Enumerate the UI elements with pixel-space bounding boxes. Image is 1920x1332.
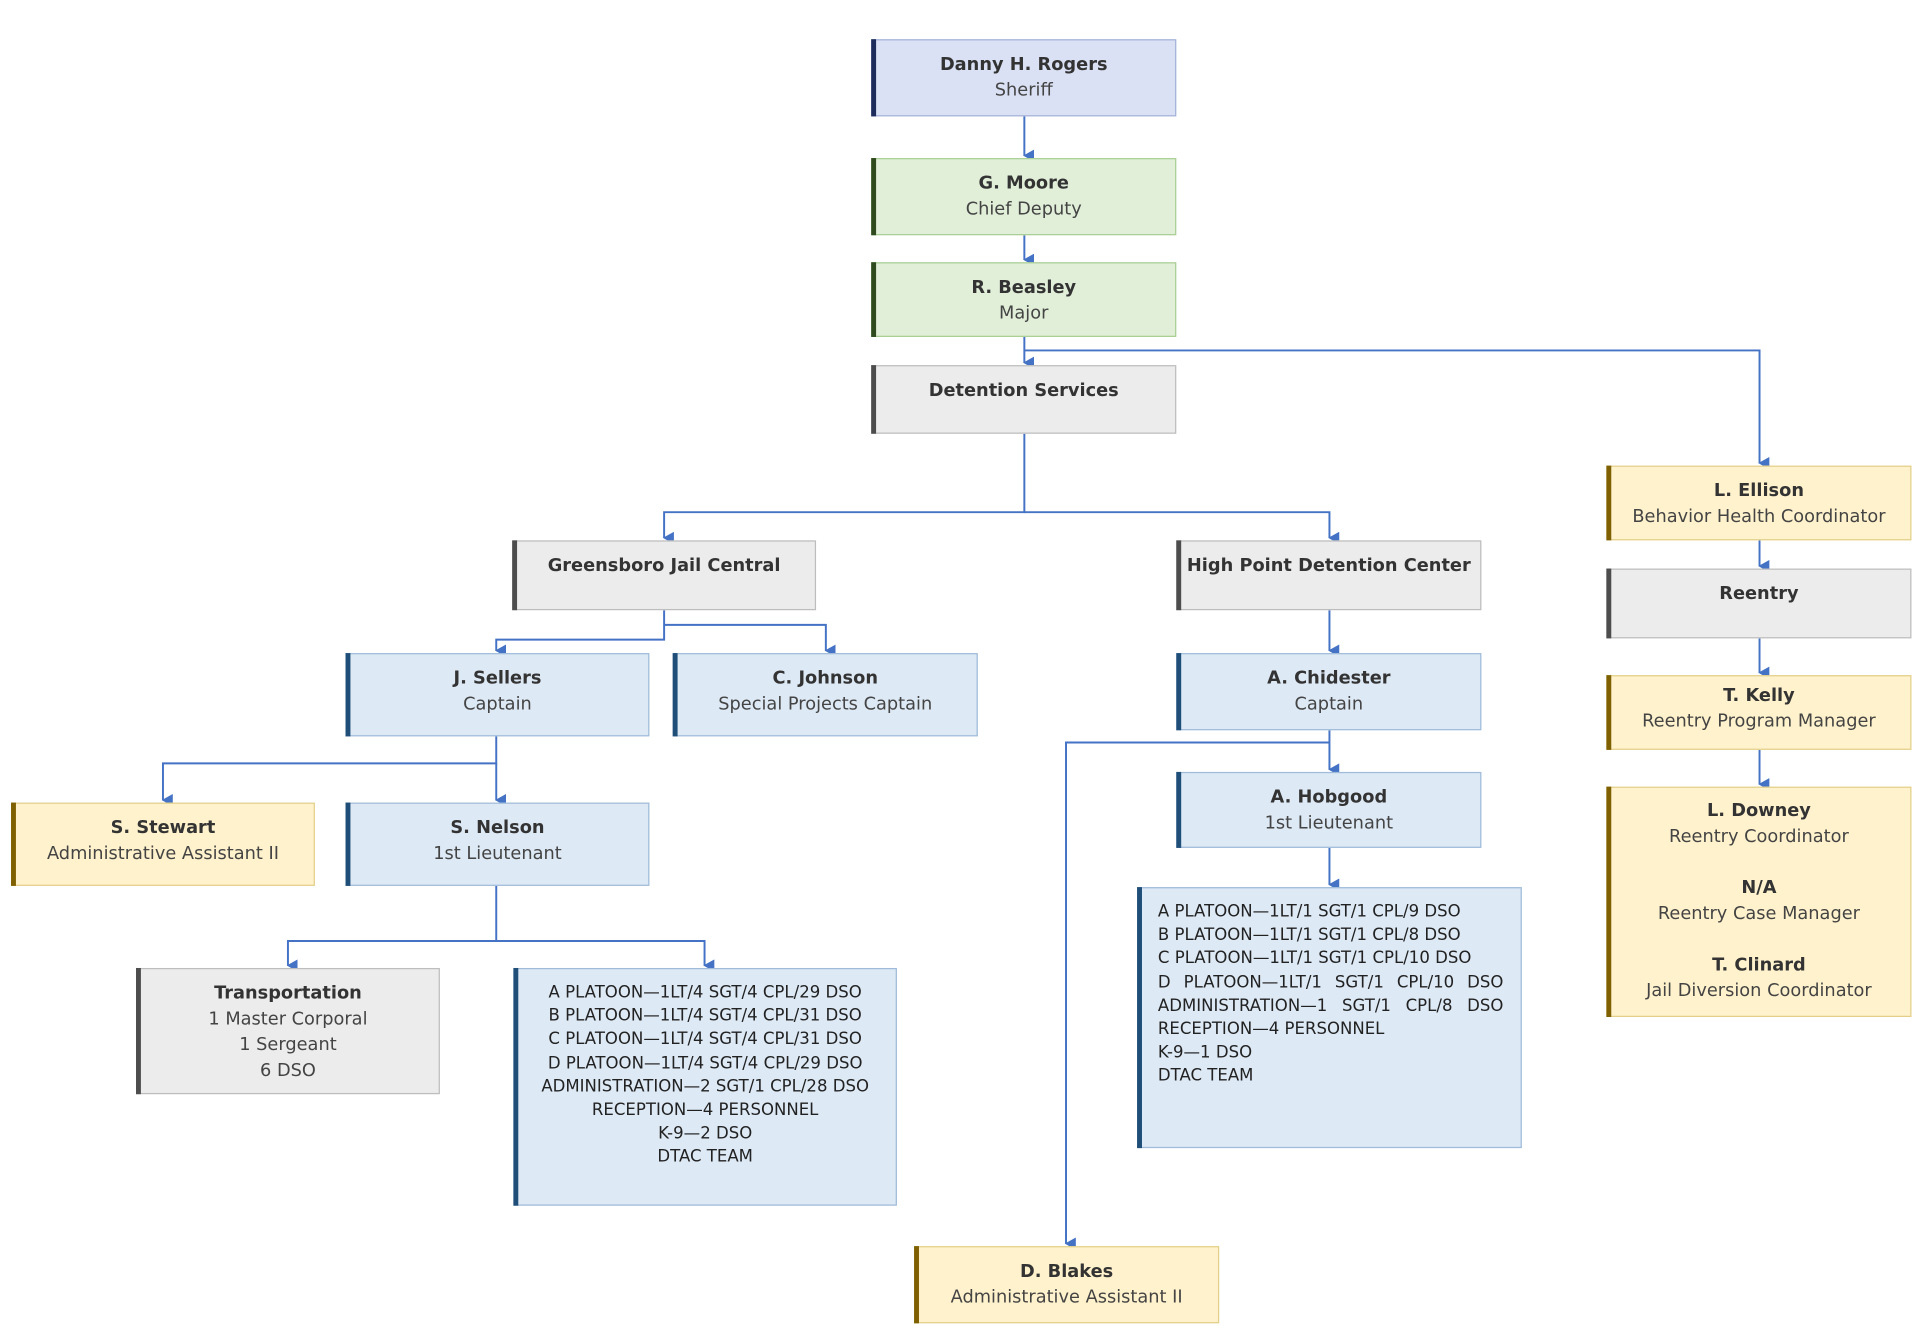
transportation-line: 6 DSO (259, 1061, 316, 1081)
sheriff-box[interactable]: Danny H. Rogers Sheriff (871, 39, 1177, 117)
platoon-line: B PLATOON—1LT/1 SGT/1 CPL/8 DSO (1157, 925, 1461, 945)
major-name: R. Beasley (971, 278, 1077, 298)
connector-major-ellison (1024, 349, 1770, 470)
platoon-line: C PLATOON—1LT/4 SGT/4 CPL/31 DSO (548, 1029, 862, 1050)
sellers-box[interactable]: J. Sellers Captain (345, 653, 650, 737)
greensboro-jail-name: Greensboro Jail Central (547, 556, 781, 576)
connector-detention-split (662, 433, 1026, 545)
nelson-box[interactable]: S. Nelson 1st Lieutenant (345, 802, 650, 886)
connector-detention-highpoint (1024, 511, 1340, 545)
major-role: Major (999, 303, 1049, 324)
ellison-box[interactable]: L. Ellison Behavior Health Coordinator (1606, 465, 1912, 541)
johnson-box[interactable]: C. Johnson Special Projects Captain (672, 653, 978, 737)
transportation-line: 1 Sergeant (239, 1035, 337, 1055)
stewart-role: Administrative Assistant II (46, 844, 279, 864)
hobgood-box[interactable]: A. Hobgood 1st Lieutenant (1176, 771, 1482, 848)
stewart-box[interactable]: S. Stewart Administrative Assistant II (11, 802, 315, 886)
connector-greensboro-johnson (664, 623, 836, 657)
platoon-line: A PLATOON—1LT/4 SGT/4 CPL/29 DSO (548, 982, 862, 1003)
connector-nelson-split (286, 885, 498, 972)
detention-services-name: Detention Services (928, 381, 1119, 401)
hobgood-name: A. Hobgood (1270, 787, 1388, 808)
transportation-line: 1 Master Corporal (208, 1009, 368, 1030)
reentry-staff-box[interactable]: L. Downey Reentry Coordinator N/A Reentr… (1606, 786, 1912, 1017)
downey-name: L. Downey (1706, 801, 1811, 821)
platoon-line: B PLATOON—1LT/4 SGT/4 CPL/31 DSO (548, 1006, 862, 1026)
transportation-name: Transportation (214, 983, 362, 1004)
clinard-name: T. Clinard (1712, 955, 1806, 976)
sellers-name: J. Sellers (453, 669, 542, 689)
platoon-line: DTAC TEAM (657, 1147, 753, 1168)
connector-greensboro-sellers (495, 610, 666, 657)
sellers-role: Captain (463, 694, 532, 715)
greensboro-jail-box[interactable]: Greensboro Jail Central (512, 540, 817, 611)
case-manager-role: Reentry Case Manager (1657, 904, 1860, 924)
connector-nelson-platoons (496, 940, 715, 972)
nelson-role: 1st Lieutenant (433, 844, 562, 864)
platoon-line: A PLATOON—1LT/1 SGT/1 CPL/9 DSO (1157, 901, 1461, 922)
platoon-line: ADMINISTRATION—1 SGT/1 CPL/8 DSO (1157, 995, 1504, 1016)
platoon-line: D PLATOON—1LT/4 SGT/4 CPL/29 DSO (547, 1053, 863, 1073)
kelly-name: T. Kelly (1723, 686, 1795, 706)
major-box[interactable]: R. Beasley Major (871, 262, 1177, 337)
clinard-role: Jail Diversion Coordinator (1646, 981, 1872, 1002)
chidester-role: Captain (1294, 694, 1364, 715)
platoon-line: RECEPTION—4 PERSONNEL (591, 1100, 819, 1120)
detention-services-box[interactable]: Detention Services (871, 365, 1177, 434)
chief-deputy-box[interactable]: G. Moore Chief Deputy (871, 158, 1177, 236)
platoon-line: K-9—2 DSO (658, 1123, 753, 1144)
platoon-line: D PLATOON—1LT/1 SGT/1 CPL/10 DSO (1157, 972, 1504, 993)
connector-sellers-split (161, 736, 498, 807)
platoon-line: ADMINISTRATION—2 SGT/1 CPL/28 DSO (541, 1076, 870, 1097)
kelly-box[interactable]: T. Kelly Reentry Program Manager (1606, 675, 1912, 750)
highpoint-platoons-box[interactable]: A PLATOON—1LT/1 SGT/1 CPL/9 DSO B PLATOO… (1137, 887, 1522, 1149)
stewart-name: S. Stewart (110, 818, 216, 839)
blakes-name: D. Blakes (1019, 1262, 1114, 1282)
chidester-box[interactable]: A. Chidester Captain (1176, 653, 1482, 731)
chidester-name: A. Chidester (1267, 669, 1391, 689)
platoon-line: C PLATOON—1LT/1 SGT/1 CPL/10 DSO (1157, 948, 1472, 969)
platoon-line: DTAC TEAM (1157, 1066, 1254, 1087)
downey-role: Reentry Coordinator (1669, 827, 1849, 847)
transportation-box[interactable]: Transportation 1 Master Corporal 1 Serge… (136, 967, 440, 1095)
sheriff-role: Sheriff (994, 80, 1053, 101)
chief-deputy-name: G. Moore (978, 173, 1069, 194)
reentry-box[interactable]: Reentry (1606, 568, 1912, 639)
nelson-name: S. Nelson (450, 818, 545, 839)
sheriff-name: Danny H. Rogers (939, 55, 1108, 75)
johnson-role: Special Projects Captain (718, 694, 933, 715)
case-manager-name: N/A (1741, 878, 1777, 899)
ellison-role: Behavior Health Coordinator (1632, 507, 1886, 527)
high-point-box[interactable]: High Point Detention Center (1176, 540, 1482, 611)
chief-deputy-role: Chief Deputy (965, 199, 1082, 220)
kelly-role: Reentry Program Manager (1642, 711, 1876, 732)
hobgood-role: 1st Lieutenant (1264, 813, 1394, 834)
connector-chidester-blakes (1064, 741, 1330, 1250)
reentry-name: Reentry (1719, 584, 1799, 605)
blakes-box[interactable]: D. Blakes Administrative Assistant II (914, 1246, 1220, 1324)
johnson-name: C. Johnson (772, 669, 879, 689)
high-point-name: High Point Detention Center (1186, 556, 1471, 576)
greensboro-platoons-box[interactable]: A PLATOON—1LT/4 SGT/4 CPL/29 DSO B PLATO… (513, 967, 897, 1206)
blakes-role: Administrative Assistant II (950, 1287, 1183, 1308)
platoon-line: RECEPTION—4 PERSONNEL (1157, 1019, 1385, 1040)
ellison-name: L. Ellison (1713, 481, 1804, 502)
platoon-line: K-9—1 DSO (1157, 1042, 1253, 1063)
